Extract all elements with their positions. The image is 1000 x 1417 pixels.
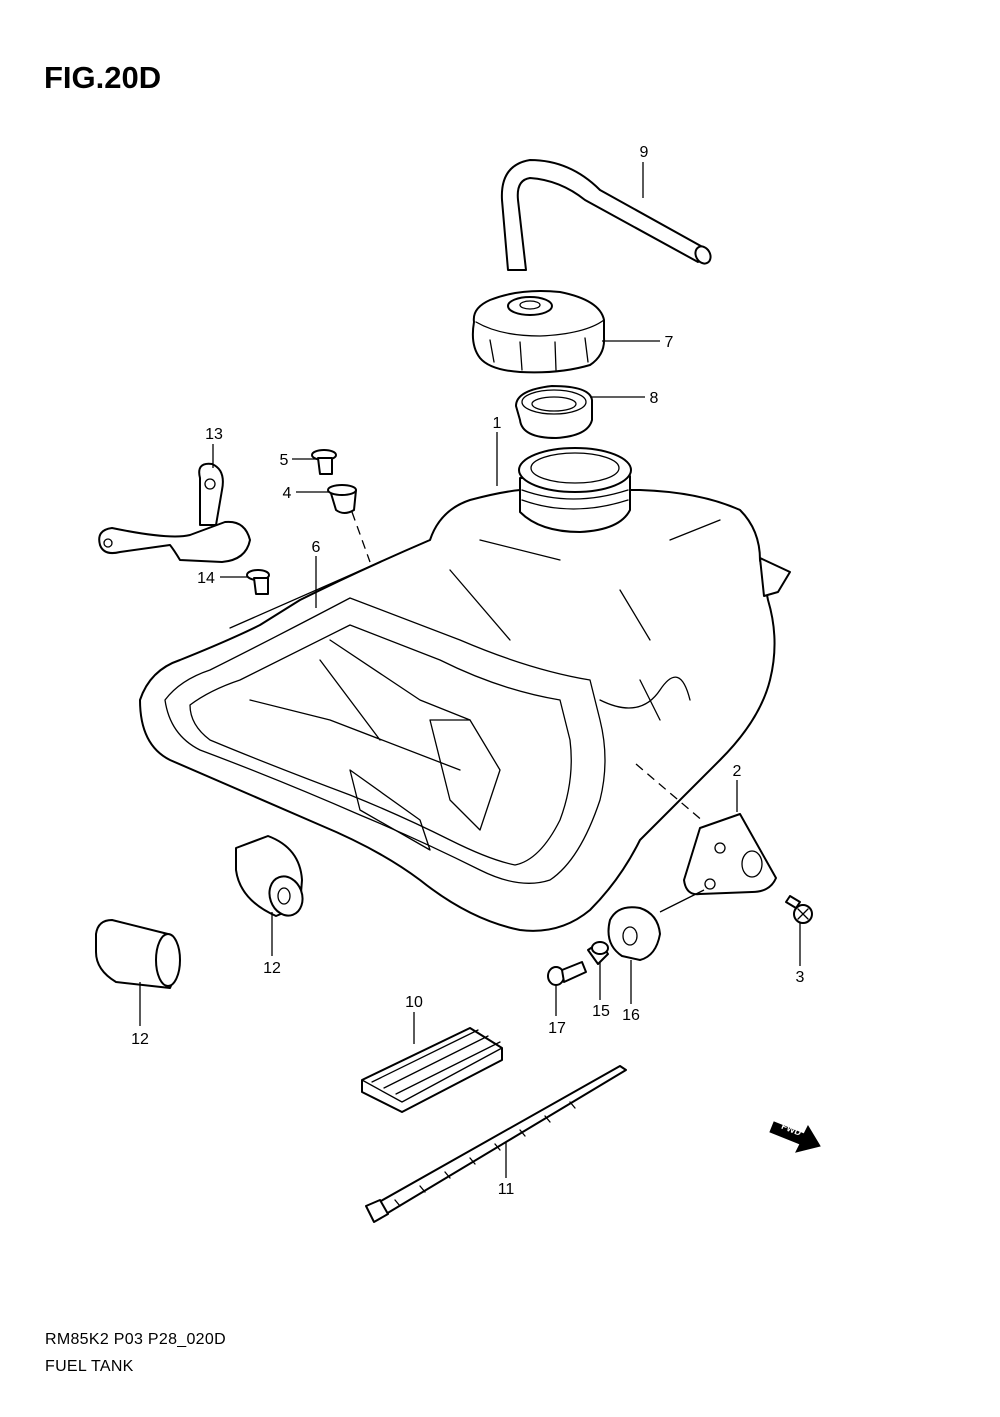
grommet-16 bbox=[607, 906, 661, 961]
collar-15 bbox=[587, 941, 609, 965]
fuel-cap bbox=[471, 290, 606, 374]
tank-strap bbox=[98, 462, 251, 563]
callout-13: 13 bbox=[205, 426, 223, 443]
callout-7: 7 bbox=[665, 334, 674, 351]
callout-10: 10 bbox=[405, 994, 423, 1011]
tank-bracket bbox=[683, 813, 777, 896]
callout-1: 1 bbox=[493, 415, 502, 432]
diagram-code: RM85K2 P03 P28_020D bbox=[45, 1331, 226, 1348]
callout-15: 15 bbox=[592, 1003, 610, 1020]
forward-arrow-icon bbox=[769, 1121, 821, 1153]
pad-10 bbox=[361, 1027, 503, 1113]
collar-4 bbox=[327, 484, 357, 514]
screw-3 bbox=[785, 895, 813, 924]
leader-lines bbox=[139, 162, 801, 1178]
bolt-14 bbox=[246, 569, 270, 595]
fuel-tank bbox=[139, 447, 791, 932]
callout-16: 16 bbox=[622, 1007, 640, 1024]
cushion-12b bbox=[95, 919, 181, 989]
callout-12-left: 12 bbox=[131, 1031, 149, 1048]
callout-9: 9 bbox=[640, 144, 649, 161]
callout-4: 4 bbox=[283, 485, 292, 502]
callout-2: 2 bbox=[733, 763, 742, 780]
callout-17: 17 bbox=[548, 1020, 566, 1037]
callout-11: 11 bbox=[498, 1181, 515, 1198]
diagram-name: FUEL TANK bbox=[45, 1358, 134, 1375]
assembly-lines bbox=[351, 511, 705, 913]
callout-3: 3 bbox=[796, 969, 805, 986]
bolt-5 bbox=[311, 449, 337, 475]
cap-gasket bbox=[515, 385, 593, 439]
cushion-12a bbox=[235, 835, 304, 917]
callout-14: 14 bbox=[197, 570, 215, 587]
callout-12-right: 12 bbox=[263, 960, 281, 977]
bolt-17 bbox=[547, 961, 587, 986]
callout-5: 5 bbox=[280, 452, 289, 469]
breather-hose bbox=[500, 159, 712, 271]
callout-8: 8 bbox=[650, 390, 659, 407]
figure-title: FIG.20D bbox=[44, 60, 162, 95]
callout-6: 6 bbox=[312, 539, 321, 556]
callout-labels: 9 7 8 1 2 3 4 5 6 13 14 12 12 17 15 16 1… bbox=[131, 144, 804, 1198]
cable-tie bbox=[365, 1065, 627, 1223]
